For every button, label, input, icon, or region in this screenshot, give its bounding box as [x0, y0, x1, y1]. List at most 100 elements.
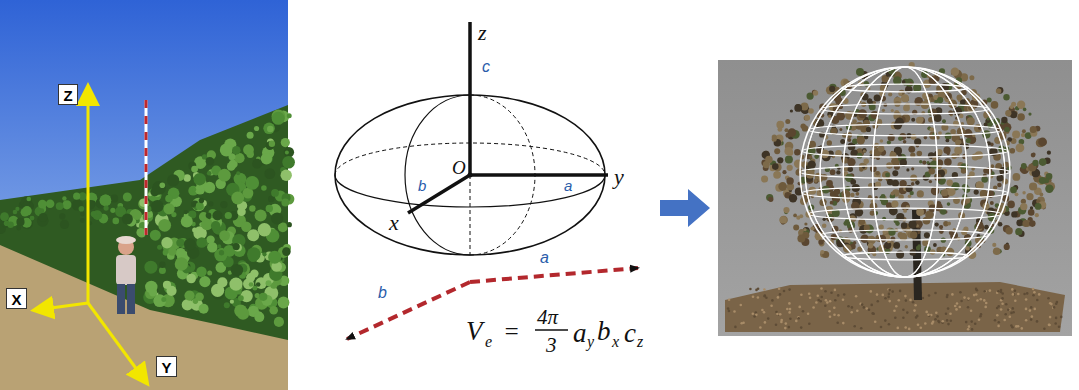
leaf-cluster [261, 153, 272, 164]
ground-point [904, 295, 907, 298]
leaf-cluster [232, 146, 241, 155]
canopy-point [857, 136, 865, 144]
canopy-point [1005, 227, 1012, 234]
ground-point [757, 296, 760, 299]
ground-point [780, 321, 783, 324]
leaf-cluster [167, 174, 179, 186]
canopy-point [808, 108, 814, 114]
ground-point [788, 288, 791, 291]
leaf-cluster [143, 211, 154, 222]
canopy-point [947, 202, 951, 206]
ground-point [742, 322, 745, 325]
leaf-cluster [175, 257, 188, 270]
ground-point [974, 322, 977, 325]
leaf-cluster [159, 262, 165, 268]
canopy-point [1020, 203, 1027, 210]
ground-point [829, 300, 832, 303]
sphere-wireframe [800, 67, 1010, 277]
ground-point [963, 296, 966, 299]
label-holder: e [485, 333, 492, 351]
ground-point [908, 328, 911, 331]
ground-point [800, 326, 803, 329]
canopy-point [1028, 209, 1035, 216]
canopy-point [809, 156, 812, 159]
leaf-cluster [192, 187, 196, 191]
canopy-point [913, 84, 921, 92]
ground-point [1054, 322, 1057, 325]
canopy-point [929, 180, 932, 183]
ground-point [1052, 306, 1055, 309]
ground-point [1003, 319, 1006, 322]
ground-point [847, 305, 850, 308]
leaf-cluster [220, 143, 233, 156]
canopy-point [848, 167, 853, 172]
canopy-point [766, 194, 773, 201]
leaf-cluster [110, 195, 118, 203]
canopy-point [916, 208, 924, 216]
canopy-point [950, 129, 956, 135]
canopy-point [951, 68, 959, 76]
ground-point [932, 321, 935, 324]
canopy-point [856, 122, 864, 130]
ground-point [767, 317, 770, 320]
leaf-cluster [282, 156, 295, 169]
ground-patch [725, 282, 1065, 332]
canopy-point [1035, 203, 1042, 210]
canopy-point [903, 140, 907, 144]
person-leg [127, 284, 135, 314]
ground-point [855, 295, 858, 298]
ground-point [989, 289, 992, 292]
axis-line [87, 88, 90, 303]
canopy-point [776, 121, 784, 129]
ground-point [905, 299, 908, 302]
canopy-point [880, 139, 884, 143]
canopy-point [850, 193, 854, 197]
leaf-cluster [100, 194, 112, 206]
render-background [718, 60, 1072, 336]
canopy-point [917, 244, 921, 248]
canopy-point [933, 243, 937, 247]
canopy-point [887, 141, 891, 145]
canopy-point [790, 109, 793, 112]
leaf-cluster [254, 312, 264, 322]
ground-point [983, 299, 986, 302]
ground-point [980, 298, 983, 301]
sphere-meridian [843, 67, 966, 277]
canopy-point [794, 104, 802, 112]
canopy-point [972, 154, 979, 161]
leaf-cluster [192, 198, 205, 211]
leaf-cluster [220, 201, 227, 208]
sphere-meridian [843, 67, 966, 277]
canopy-point [965, 246, 969, 250]
ground-point [1033, 291, 1036, 294]
ground-point [1060, 316, 1063, 319]
ground-point [853, 325, 856, 328]
ground-point [752, 296, 755, 299]
canopy-point [799, 214, 803, 218]
ground-point [942, 320, 945, 323]
canopy-point [836, 170, 840, 174]
ground-point [1023, 293, 1026, 296]
ground-point [763, 311, 766, 314]
ground-point [984, 306, 987, 309]
ground-point [898, 299, 901, 302]
ground-point [1026, 292, 1029, 295]
ground-point [789, 318, 792, 321]
sphere-parallel [809, 124, 1001, 136]
photo-hedge [0, 105, 288, 340]
canopy-point [902, 80, 906, 84]
canopy-point [937, 97, 943, 103]
canopy-point [814, 179, 818, 183]
leaf-cluster [184, 238, 196, 250]
ground-point [888, 323, 891, 326]
ground-point [891, 290, 894, 293]
ground-point [870, 304, 873, 307]
canopy-point [783, 207, 789, 213]
ground-point [967, 328, 970, 331]
leaf-cluster [165, 195, 173, 203]
survey-pole [145, 100, 148, 235]
label-holder: a [564, 177, 572, 194]
leaf-cluster [80, 212, 85, 217]
leaf-cluster [136, 228, 145, 237]
